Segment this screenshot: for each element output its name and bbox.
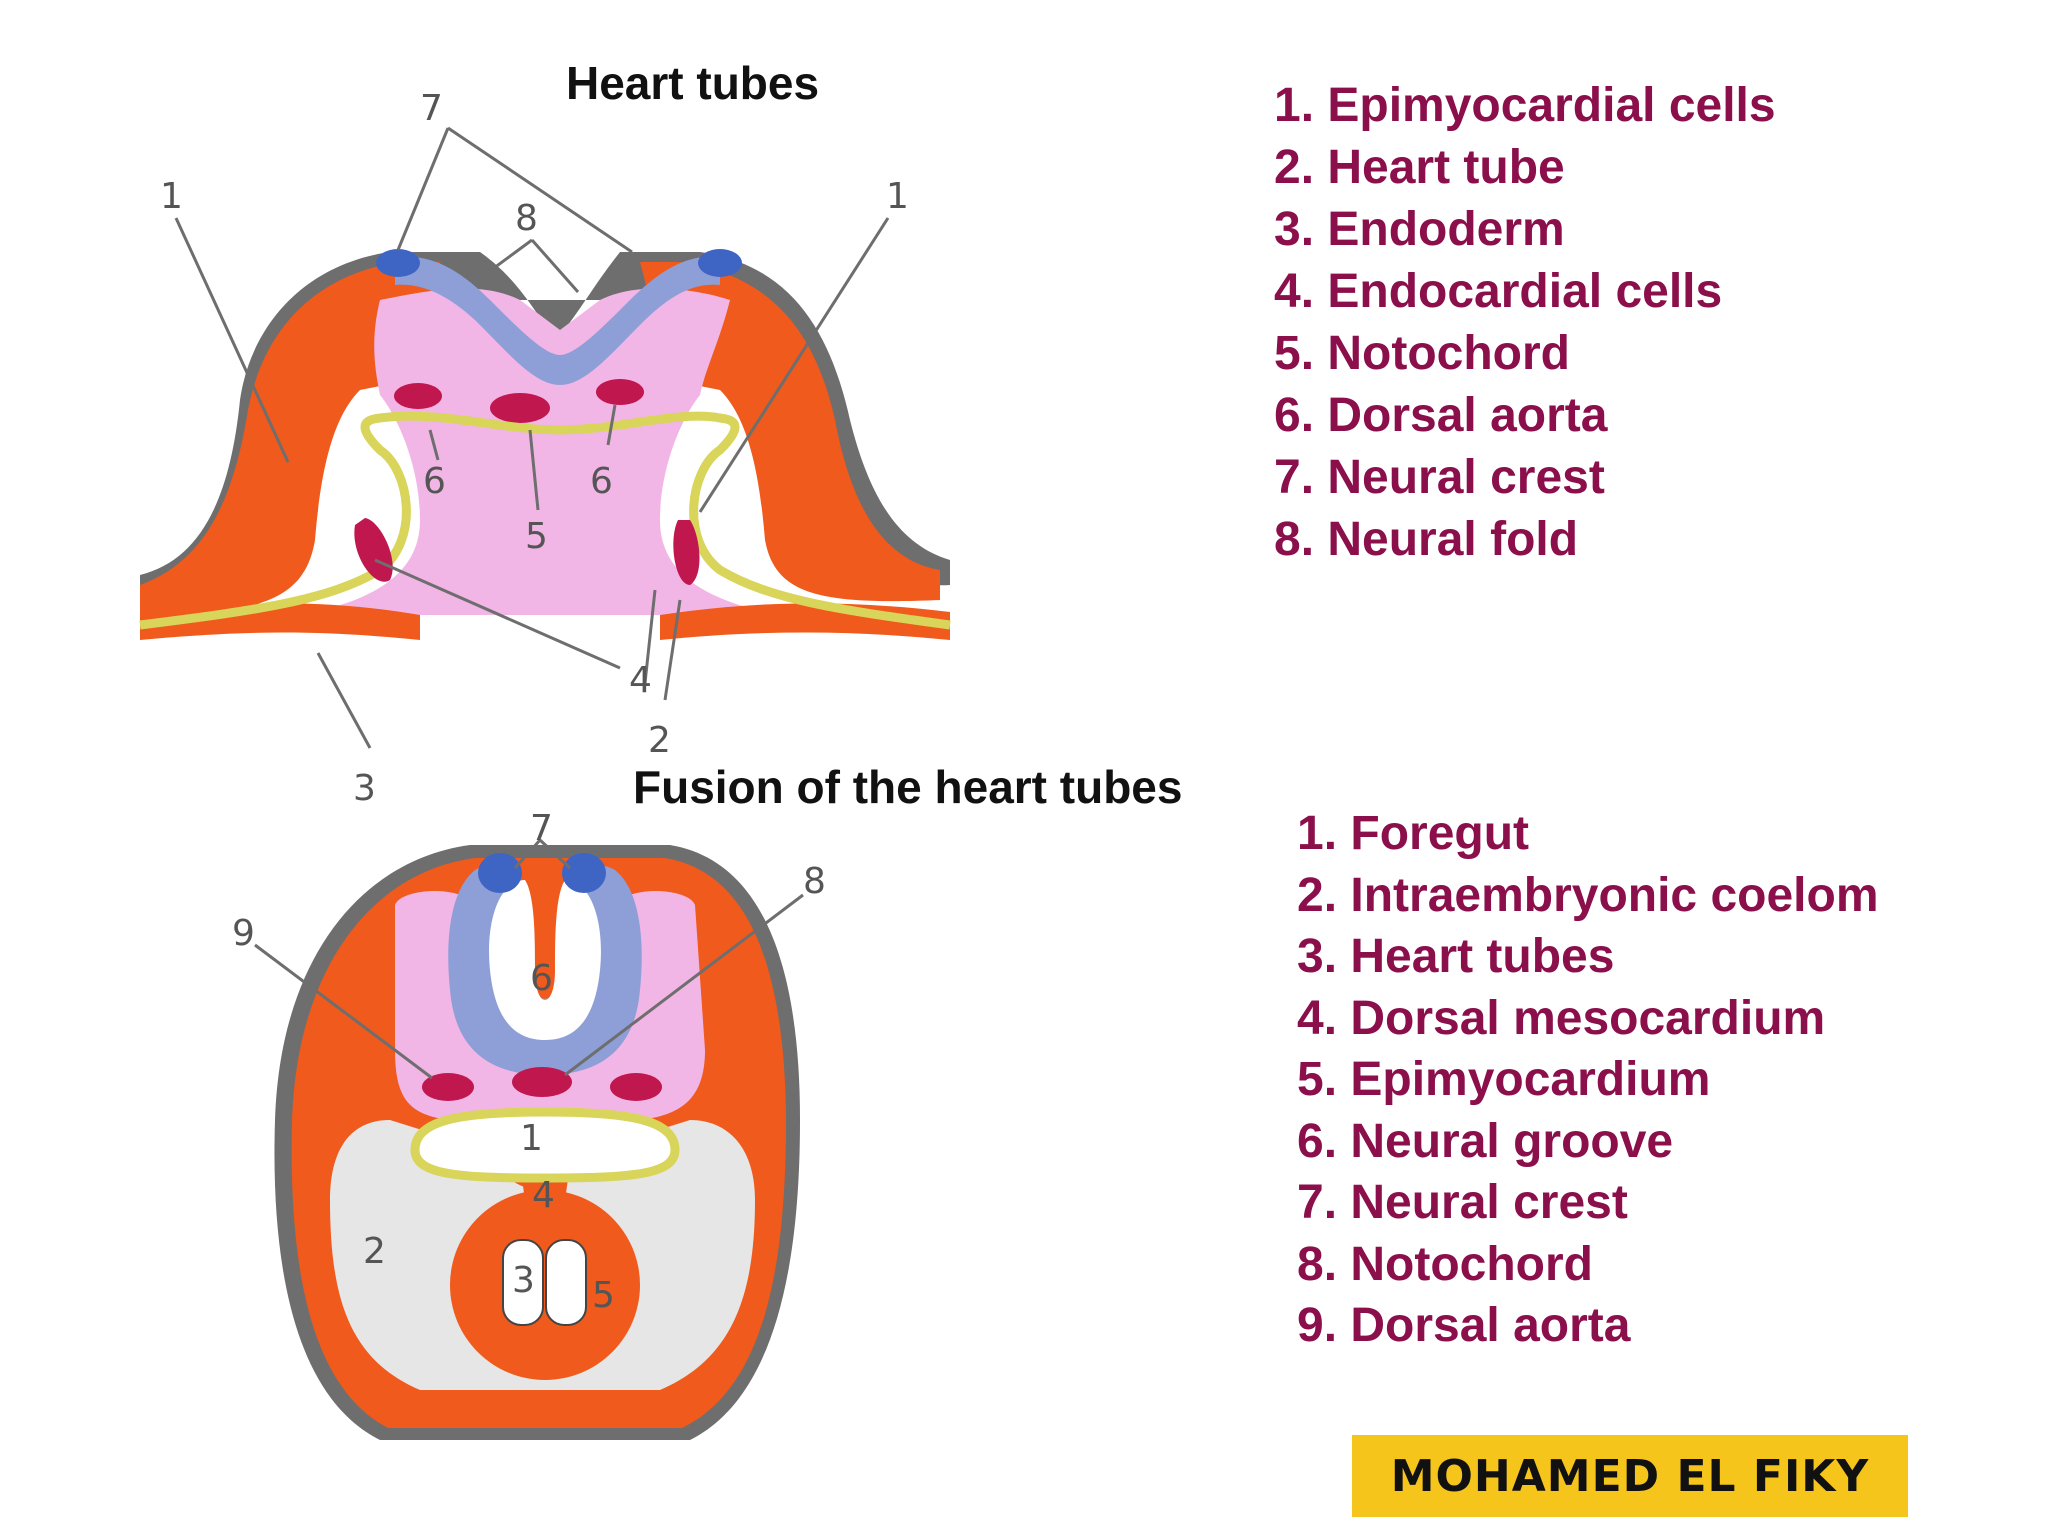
legend-item: 3. Heart tubes [1297,930,1615,983]
legend-item: 9. Dorsal aorta [1297,1299,1631,1352]
heart-tube-right [545,1239,587,1326]
foregut [410,1107,680,1183]
fusion-diagram: 7 8 9 6 1 4 2 3 5 [232,808,826,1440]
dorsal-aorta-left [422,1073,474,1101]
label-5: 5 [592,1275,615,1316]
legend-item: 2. Heart tube [1274,141,1565,194]
neural-crest-right [698,249,742,277]
label-5: 5 [525,516,548,557]
label-3: 3 [512,1260,535,1301]
heart-tube-left [354,518,393,582]
legend-item: 1. Foregut [1297,807,1530,860]
neural-plate [395,256,720,385]
legend-item: 2. Intraembryonic coelom [1297,868,1879,922]
label-7: 7 [420,88,443,129]
neural-crest-right [562,853,606,893]
label-3: 3 [353,768,376,809]
label-2: 2 [363,1231,386,1272]
label-4: 4 [532,1175,555,1216]
heart-tubes-legend: 1. Epimyocardial cells 2. Heart tube 3. … [1274,75,1974,571]
label-7: 7 [530,808,553,849]
author-credit-badge: MOHAMED EL FIKY [1352,1435,1908,1517]
neural-crest-left [376,249,420,277]
legend-item: 5. Notochord [1274,327,1570,380]
label-1-right: 1 [886,176,909,217]
legend-item: 6. Neural groove [1297,1114,1674,1168]
heart-tubes-title: Heart tubes [566,57,820,109]
notochord [490,393,550,423]
label-6-right: 6 [590,461,613,502]
dorsal-aorta-left [394,383,442,409]
legend-item: 4. Endocardial cells [1274,265,1723,318]
label-8: 8 [803,861,826,902]
neural-groove [489,880,601,1040]
neural-crest-left [478,853,522,893]
legend-item: 7. Neural crest [1297,1176,1628,1229]
fusion-legend: 1. Foregut 2. Intraembryonic coelom 3. H… [1297,803,1917,1357]
legend-item: 1. Epimyocardial cells [1274,79,1776,132]
dorsal-aorta-right [596,379,644,405]
label-8: 8 [515,198,538,239]
heart-tube-right [673,520,700,585]
legend-item: 8. Notochord [1297,1237,1593,1291]
label-6-left: 6 [423,461,446,502]
legend-item: 8. Neural fold [1274,513,1579,566]
mesenchyme [300,288,780,615]
legend-item: 4. Dorsal mesocardium [1297,991,1826,1045]
legend-item: 3. Endoderm [1274,203,1565,256]
dorsal-aorta-right [610,1073,662,1101]
label-9: 9 [232,913,255,954]
heart-tubes-diagram: 7 8 1 1 6 6 5 4 2 3 [139,88,951,809]
label-4: 4 [629,660,652,701]
label-6: 6 [530,958,553,999]
heart-tube-left [502,1239,544,1326]
label-1-left: 1 [160,176,183,217]
notochord [512,1067,572,1097]
label-2: 2 [648,720,671,761]
legend-item: 5. Epimyocardium [1297,1053,1711,1106]
label-1: 1 [520,1118,543,1159]
mesoderm-left [140,262,440,615]
legend-item: 7. Neural crest [1274,451,1605,504]
fusion-title: Fusion of the heart tubes [633,761,1183,813]
legend-item: 6. Dorsal aorta [1274,389,1608,442]
